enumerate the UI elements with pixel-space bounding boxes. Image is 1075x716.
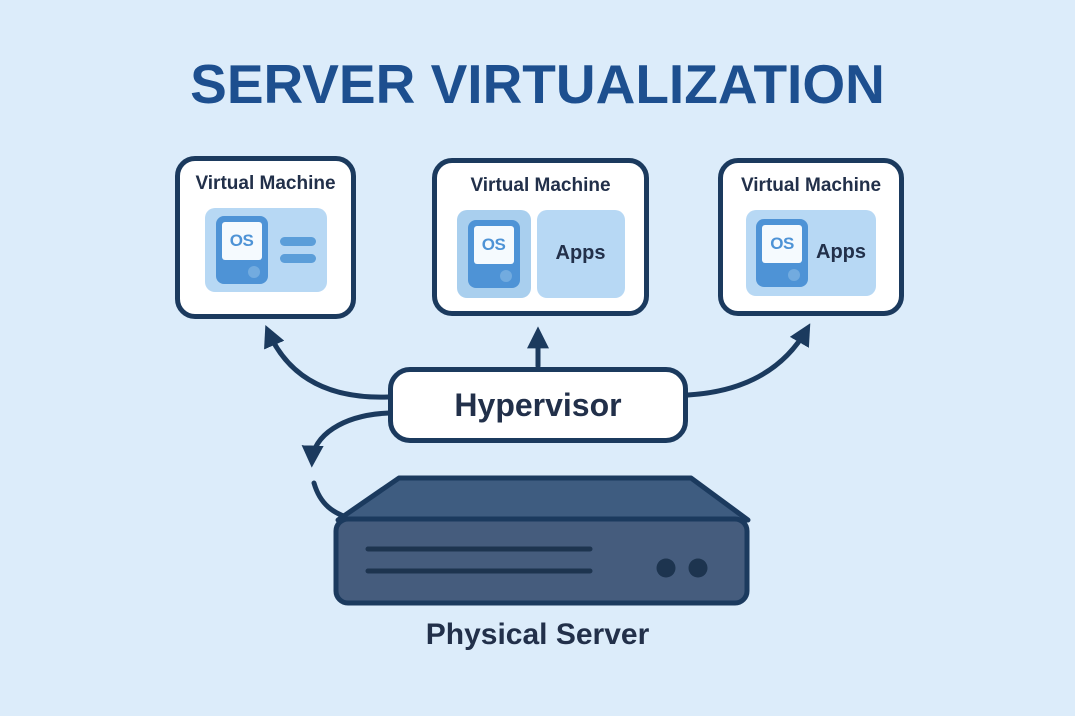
vm-box-1: Virtual Machine OS xyxy=(175,156,356,319)
vm2-apps-panel: Apps xyxy=(536,209,625,298)
vm2-panels: OS Apps xyxy=(456,209,625,298)
physical-server-label: Physical Server xyxy=(425,618,650,651)
diagram-title: SERVER VIRTUALIZATION xyxy=(190,53,885,115)
app-lines-icon xyxy=(279,236,316,263)
os-power-dot-icon xyxy=(788,268,800,281)
server-face xyxy=(333,516,750,606)
vm3-panel: OS Apps xyxy=(746,209,876,296)
os-device-icon: OS xyxy=(756,218,808,287)
vm-title: Virtual Machine xyxy=(470,175,611,196)
server-led-1 xyxy=(656,558,676,578)
os-power-dot-icon xyxy=(499,269,512,282)
apps-label: Apps xyxy=(555,242,606,265)
hypervisor-box: Hypervisor xyxy=(388,367,688,443)
os-screen: OS xyxy=(762,224,802,263)
os-device-icon: OS xyxy=(467,219,520,288)
vm1-panel: OS xyxy=(204,207,327,292)
arrow-hypervisor-to-server xyxy=(301,410,392,468)
vm2-os-panel: OS xyxy=(456,209,531,298)
arrow-hypervisor-to-vm1 xyxy=(264,324,391,400)
os-screen: OS xyxy=(221,221,262,260)
vm-title: Virtual Machine xyxy=(740,175,882,196)
vm-box-3: Virtual Machine OS Apps xyxy=(718,158,904,316)
arrow-hypervisor-to-vm3 xyxy=(685,323,811,398)
server-lid xyxy=(335,475,751,523)
os-device-icon: OS xyxy=(215,215,268,284)
apps-label: Apps xyxy=(816,241,866,264)
os-screen: OS xyxy=(473,225,514,264)
physical-server-illustration xyxy=(333,475,751,606)
server-led-2 xyxy=(688,558,708,578)
os-label: OS xyxy=(481,234,506,254)
vm-title: Virtual Machine xyxy=(195,173,336,194)
os-label: OS xyxy=(229,230,254,250)
vm-box-2: Virtual Machine OS Apps xyxy=(432,158,649,316)
os-power-dot-icon xyxy=(247,265,260,278)
hypervisor-label: Hypervisor xyxy=(454,386,622,423)
os-label: OS xyxy=(770,233,794,253)
